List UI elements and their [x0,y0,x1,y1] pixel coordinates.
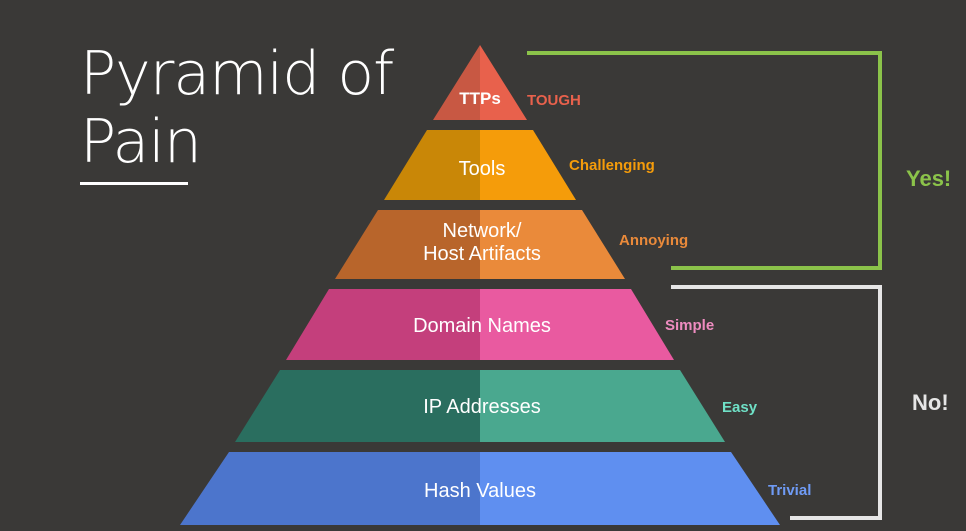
yes-bracket [527,51,882,270]
level-domain-left [286,289,480,360]
no-label: No! [912,390,949,415]
level-domain-right [480,289,674,360]
level-ip-addresses: IP Addresses Easy [235,370,758,442]
yes-label: Yes! [906,166,952,191]
level-ttps-left [433,45,480,120]
level-network-right [480,210,625,279]
level-ip-difficulty: Easy [722,399,758,416]
level-network-label-line-1: Network/ [443,220,522,242]
level-ip-left [235,370,480,442]
level-tools: Tools Challenging [384,130,655,200]
level-domain-label: Domain Names [413,315,551,337]
level-network-label-line-2: Host Artifacts [423,243,541,265]
level-tools-difficulty: Challenging [569,157,655,174]
level-ttps-right [480,45,527,120]
level-tools-label: Tools [459,158,506,180]
level-network-left [335,210,480,279]
level-tools-left [384,130,480,200]
level-hash-left [180,452,480,525]
level-hash-right [480,452,780,525]
level-hash-difficulty: Trivial [768,482,811,499]
level-ip-right [480,370,725,442]
level-hash-label: Hash Values [424,480,536,502]
level-ttps: TTPs TOUGH [433,45,581,120]
level-network-host-artifacts: Network/ Host Artifacts Annoying [335,210,688,279]
no-bracket [671,285,882,520]
level-network-difficulty: Annoying [619,232,688,249]
level-ip-label: IP Addresses [423,396,540,418]
page-title: Pyramid of Pain [80,39,394,177]
level-hash-values: Hash Values Trivial [180,452,811,525]
level-tools-right [480,130,576,200]
level-ttps-label: TTPs [459,89,501,108]
title-underline [80,182,188,185]
level-domain-names: Domain Names Simple [286,289,714,360]
title-line-1: Pyramid of [80,39,394,109]
level-ttps-difficulty: TOUGH [527,92,581,109]
title-line-2: Pain [80,107,202,177]
level-domain-difficulty: Simple [665,317,714,334]
